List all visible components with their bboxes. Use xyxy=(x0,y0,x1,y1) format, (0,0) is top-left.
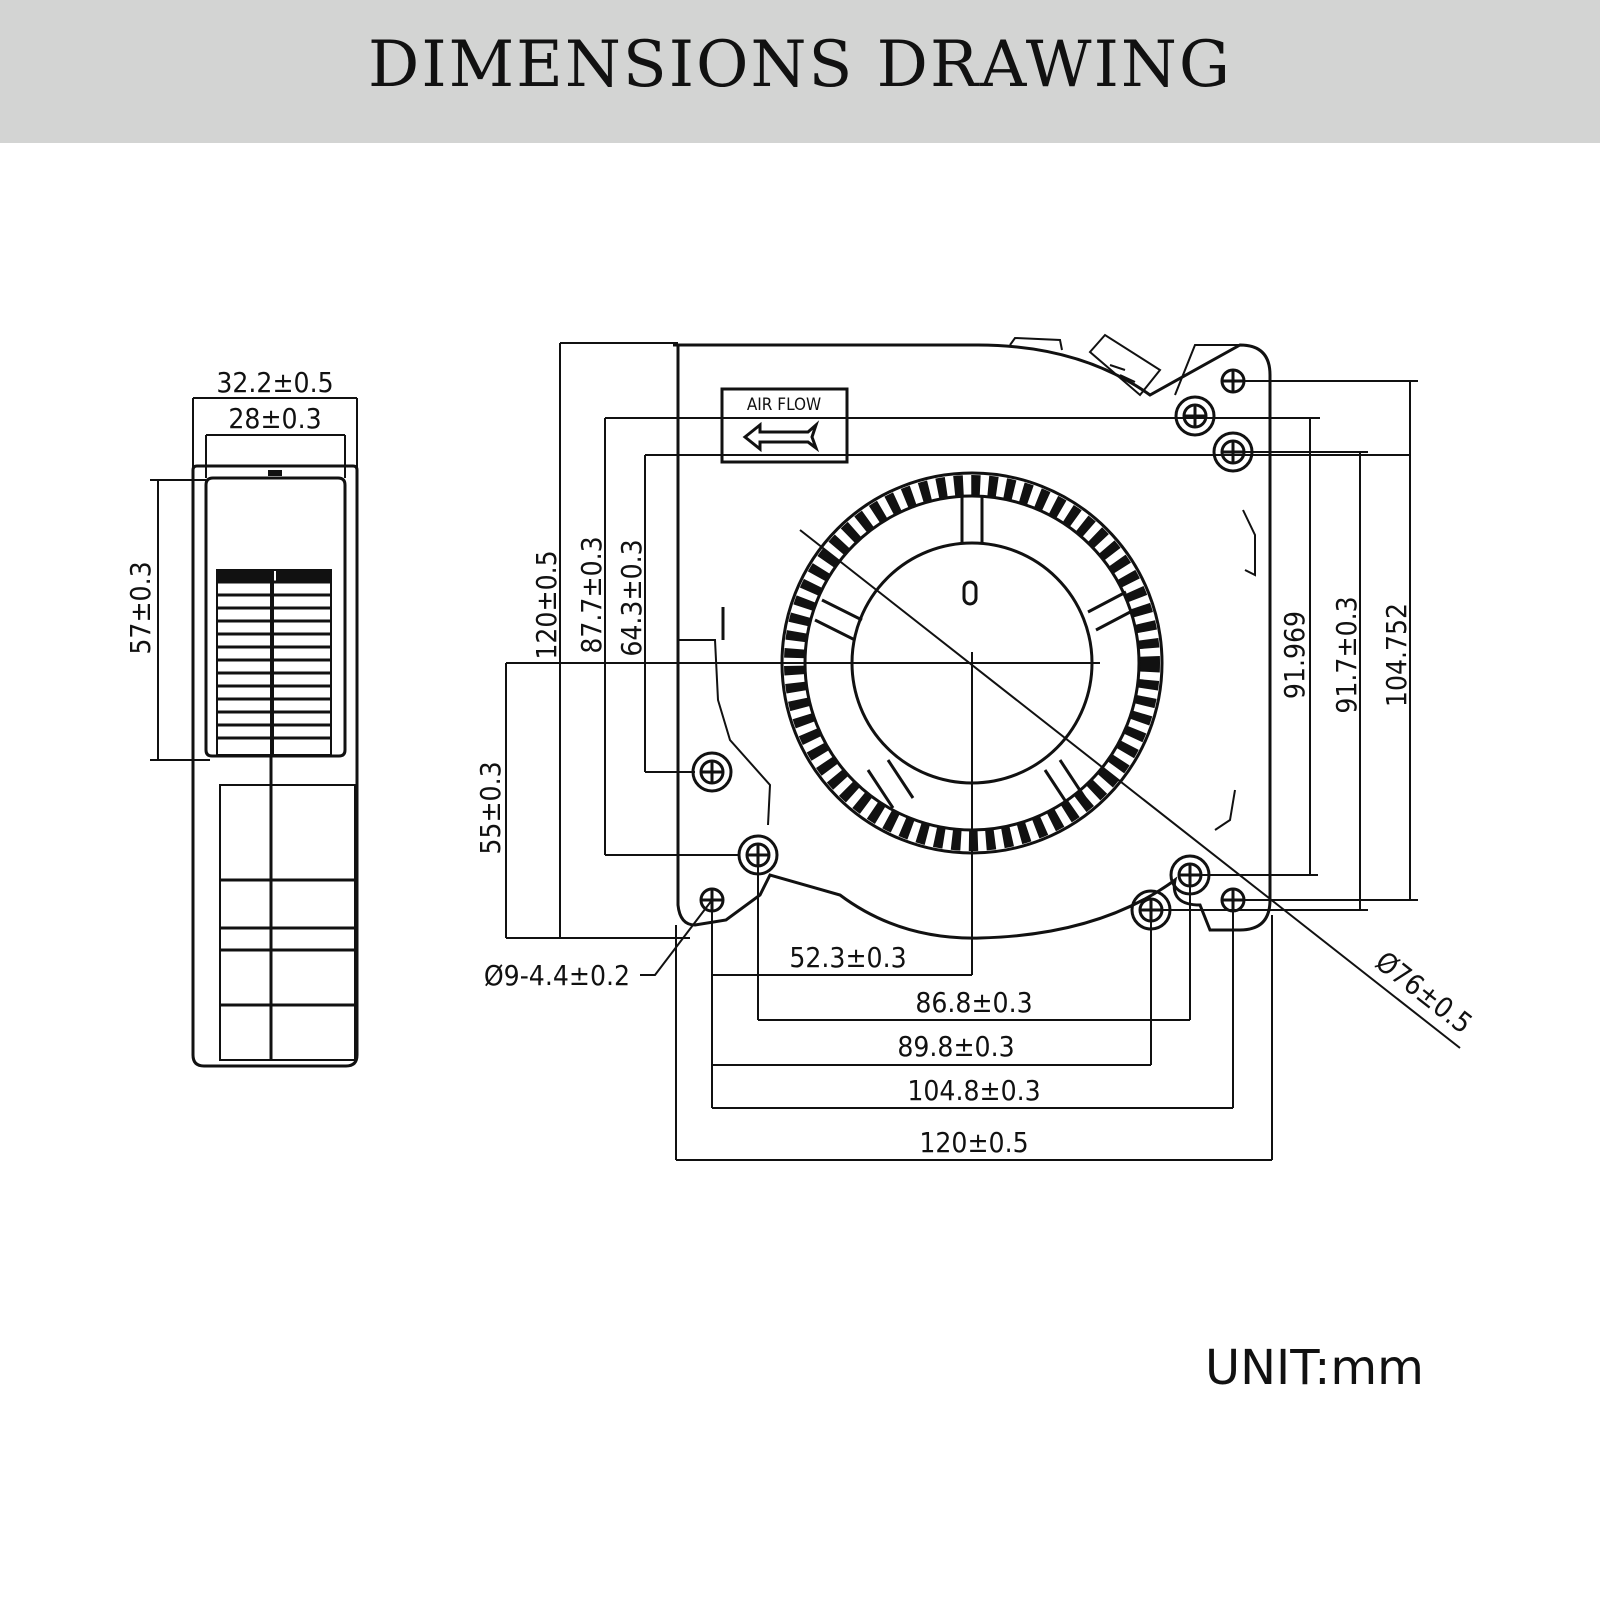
side-lower-housing xyxy=(219,784,356,1061)
dim-impeller-diameter: Ø76±0.5 xyxy=(1369,945,1478,1041)
dim-height-64: 64.3±0.3 xyxy=(615,539,648,656)
mount-hole-4 xyxy=(691,751,733,793)
bottom-dimension-lines xyxy=(675,855,1273,1161)
side-body-outline xyxy=(191,464,359,1068)
dim-right-917: 91.7±0.3 xyxy=(1330,596,1363,713)
dim-868: 86.8±0.3 xyxy=(915,986,1032,1019)
airflow-arrow-icon xyxy=(742,420,820,453)
right-dimension-lines xyxy=(1160,380,1418,911)
dim-hole-diameter: Ø9-4.4±0.2 xyxy=(484,959,630,992)
dim-1048: 104.8±0.3 xyxy=(907,1074,1040,1107)
side-width-outer: 32.2±0.5 xyxy=(216,366,333,399)
dim-523: 52.3±0.3 xyxy=(789,941,906,974)
front-view: AIR FLOW xyxy=(474,333,1479,1161)
dim-right-104752: 104.752 xyxy=(1380,603,1413,707)
header-band xyxy=(0,0,1600,143)
airflow-label-box xyxy=(720,387,849,464)
fan-housing-outline xyxy=(673,343,1272,940)
mount-hole-2 xyxy=(1174,395,1216,437)
airflow-label: AIR FLOW xyxy=(747,395,821,415)
dim-898: 89.8±0.3 xyxy=(897,1030,1014,1063)
hole-callout-leader xyxy=(640,899,713,976)
page-title: DIMENSIONS DRAWING xyxy=(368,28,1232,102)
dim-height-55: 55±0.3 xyxy=(474,761,507,854)
left-dimension-lines xyxy=(505,342,1410,939)
side-outlet xyxy=(204,476,347,758)
dim-120: 120±0.5 xyxy=(919,1126,1028,1159)
dim-height-87: 87.7±0.3 xyxy=(575,536,608,653)
dim-right-91969: 91.969 xyxy=(1278,611,1311,699)
unit-label: UNIT:mm xyxy=(1205,1340,1424,1396)
side-view: 32.2±0.5 28±0.3 57±0.3 xyxy=(124,366,359,1068)
side-width-inner: 28±0.3 xyxy=(228,402,321,435)
impeller-diameter-line xyxy=(799,529,1461,1049)
side-outlet-height: 57±0.3 xyxy=(124,561,157,654)
dim-height-total: 120±0.5 xyxy=(530,550,563,659)
